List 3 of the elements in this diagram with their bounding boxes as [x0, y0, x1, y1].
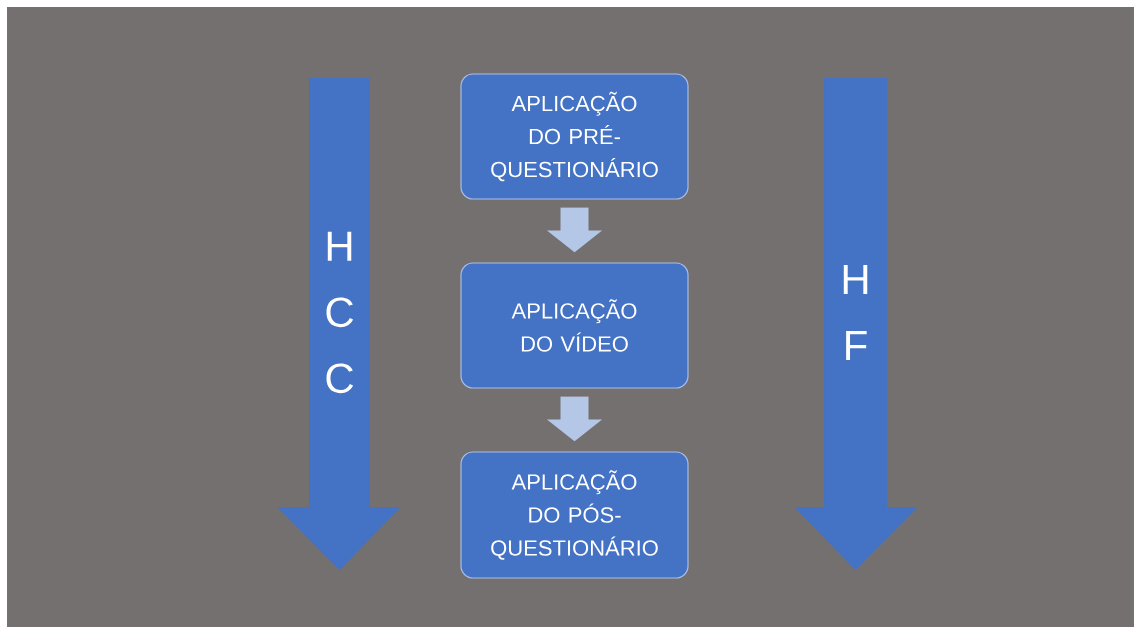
process-box: APLICAÇÃO DO VÍDEO: [460, 262, 689, 389]
process-box: APLICAÇÃO DO PÓS-QUESTIONÁRIO: [460, 451, 689, 579]
process-box: APLICAÇÃO DO PRÉ-QUESTIONÁRIO: [460, 73, 689, 200]
